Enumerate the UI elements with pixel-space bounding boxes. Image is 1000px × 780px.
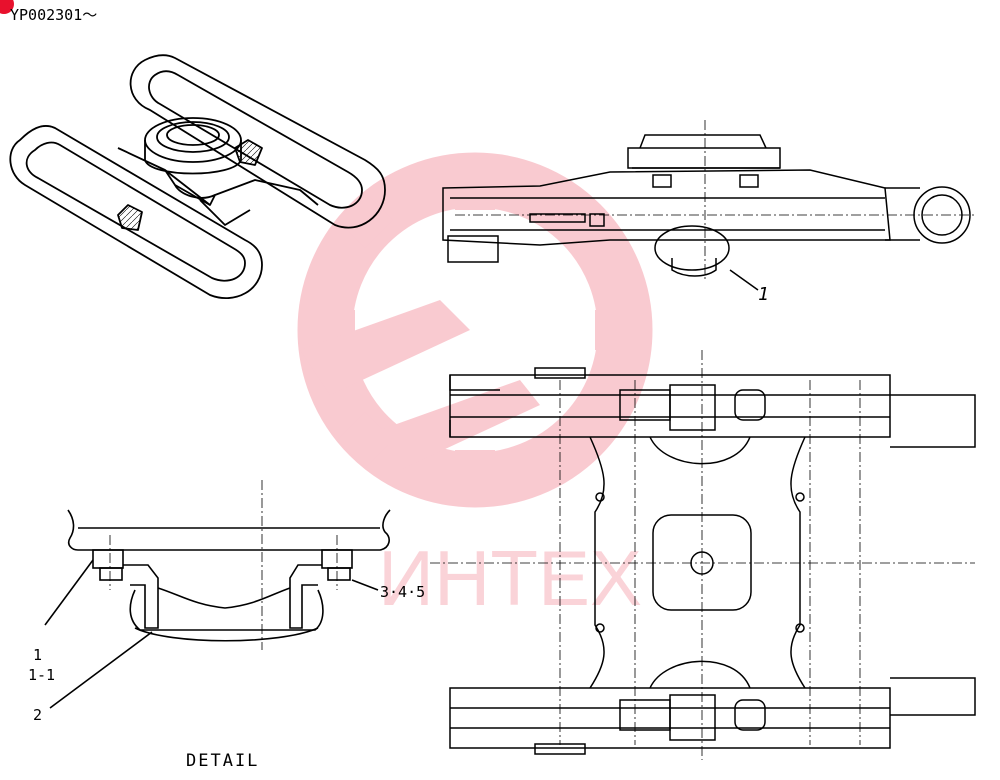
callout-detail-3-4-5: 3·4·5 xyxy=(380,583,425,601)
undercarriage-isometric-view xyxy=(9,54,386,300)
detail-view-centerlines xyxy=(109,480,338,650)
callout-detail-1-1: 1-1 xyxy=(28,666,55,684)
frame-side-view xyxy=(442,134,971,291)
frame-side-view-centerlines xyxy=(455,120,975,280)
serial-number-label: YP002301～ xyxy=(10,6,98,24)
watermark-gear-logo xyxy=(297,152,653,508)
frame-top-view-centerlines xyxy=(430,350,975,760)
callout-part-1: 1 xyxy=(758,284,769,305)
detail-view xyxy=(44,509,391,709)
callout-detail-1: 1 xyxy=(33,646,42,664)
frame-top-view xyxy=(449,367,976,755)
callout-detail-2: 2 xyxy=(33,706,42,724)
detail-caption: DETAIL xyxy=(186,751,259,771)
watermark-text: ИНТЕХ xyxy=(378,534,642,622)
corner-marker xyxy=(0,0,14,14)
